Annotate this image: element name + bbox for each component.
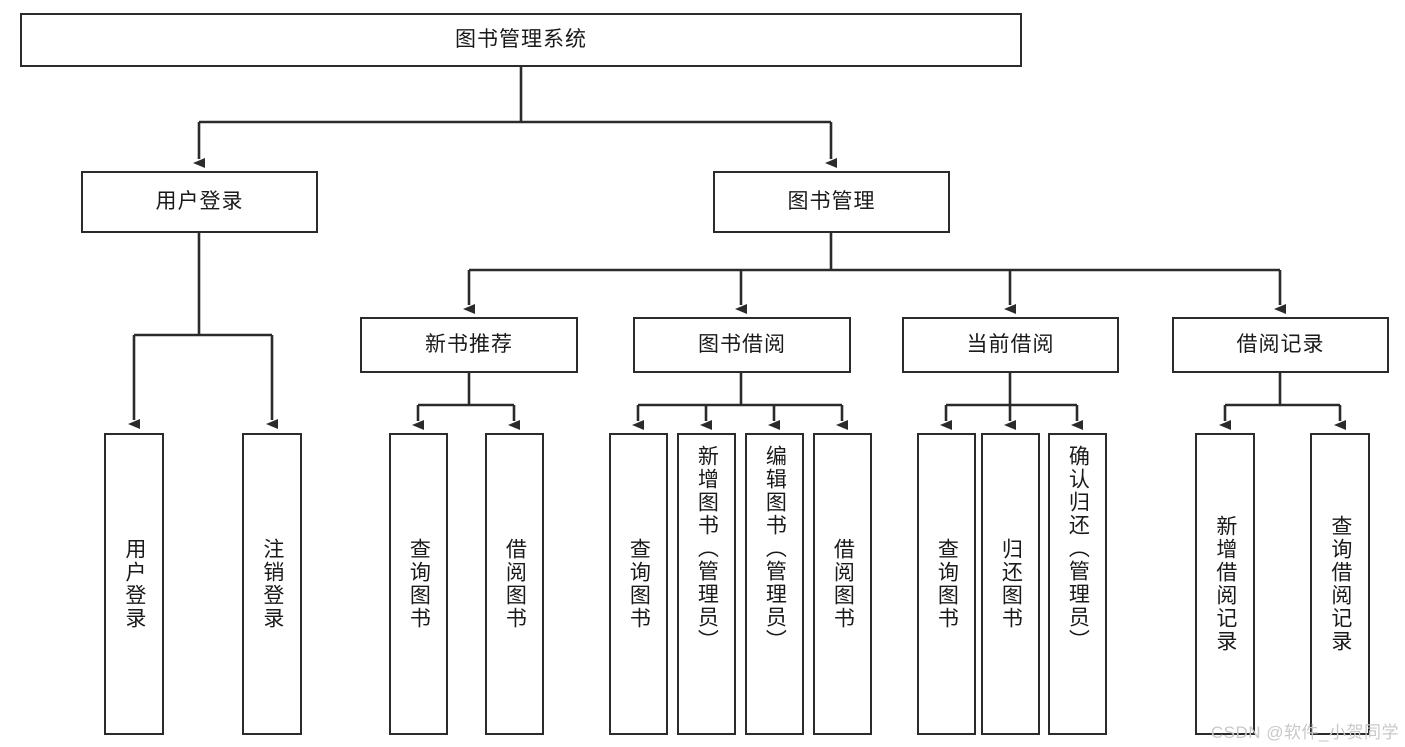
node-borrow-record[interactable]: 借阅记录 [1172,317,1389,373]
node-root-book-management-system[interactable]: 图书管理系统 [20,13,1022,67]
leaf-borrow-record-add-record[interactable]: 新增借阅记录 [1195,433,1255,735]
leaf-current-borrow-query-book[interactable]: 查询图书 [917,433,976,735]
leaf-book-borrow-add-book-admin[interactable]: 新增图书（管理员） [677,433,736,735]
leaf-current-borrow-return-book[interactable]: 归还图书 [981,433,1040,735]
node-label: 图书管理系统 [455,28,587,52]
node-label: 图书管理 [787,190,876,214]
node-label: 新增图书（管理员） [695,445,719,652]
node-label: 查询图书 [407,538,431,630]
leaf-current-borrow-confirm-return-admin[interactable]: 确认归还（管理员） [1048,433,1107,735]
leaf-borrow-record-query-record[interactable]: 查询借阅记录 [1310,433,1370,735]
node-label: 查询图书 [627,538,651,630]
node-label: 用户登录 [155,190,244,214]
node-label: 查询图书 [935,538,959,630]
node-book-borrow[interactable]: 图书借阅 [633,317,851,373]
node-label: 借阅图书 [503,538,527,630]
node-label: 确认归还（管理员） [1066,445,1090,652]
node-label: 归还图书 [999,538,1023,630]
node-user-login[interactable]: 用户登录 [81,171,318,233]
node-new-book-recommend[interactable]: 新书推荐 [360,317,578,373]
node-label: 图书借阅 [698,333,786,357]
node-current-borrow[interactable]: 当前借阅 [902,317,1119,373]
node-label: 借阅记录 [1236,333,1325,357]
leaf-new-book-borrow-book[interactable]: 借阅图书 [485,433,544,735]
node-label: 注销登录 [260,538,284,630]
leaf-book-borrow-query-book[interactable]: 查询图书 [609,433,668,735]
node-label: 查询借阅记录 [1328,515,1352,653]
node-book-management[interactable]: 图书管理 [713,171,950,233]
leaf-book-borrow-edit-book-admin[interactable]: 编辑图书（管理员） [745,433,804,735]
leaf-book-borrow-borrow-book[interactable]: 借阅图书 [813,433,872,735]
node-label: 借阅图书 [831,538,855,630]
node-label: 新增借阅记录 [1213,515,1237,653]
node-label: 编辑图书（管理员） [763,445,787,652]
leaf-new-book-query-book[interactable]: 查询图书 [389,433,448,735]
node-label: 当前借阅 [966,333,1055,357]
node-label: 用户登录 [122,538,146,630]
leaf-user-login-logout[interactable]: 注销登录 [242,433,302,735]
leaf-user-login-login[interactable]: 用户登录 [104,433,164,735]
node-label: 新书推荐 [425,333,513,357]
